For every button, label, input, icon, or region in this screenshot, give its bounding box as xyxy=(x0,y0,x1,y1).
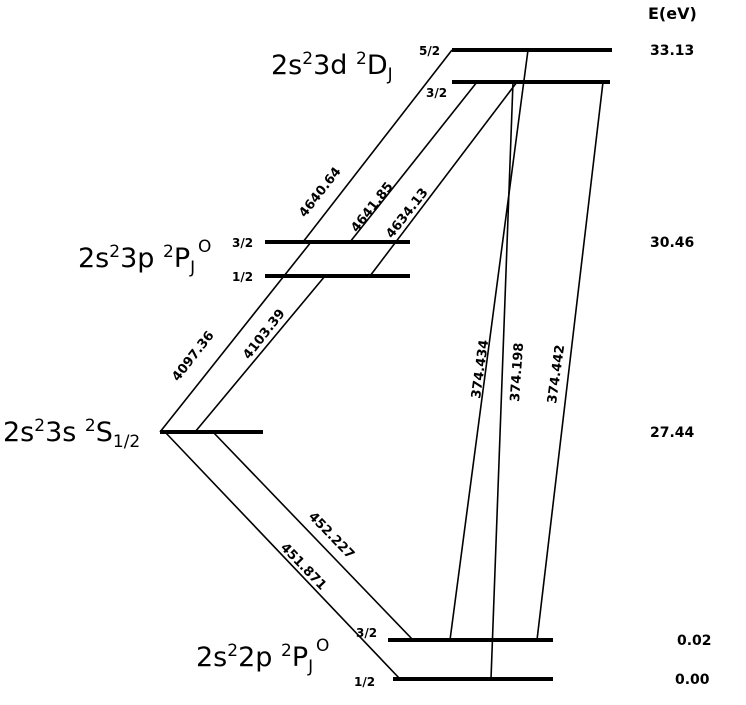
wavelength-4103-39: 4103.39 xyxy=(240,307,288,363)
transition-4640-64 xyxy=(302,49,453,243)
wavelength-4097-36: 4097.36 xyxy=(169,329,217,385)
parity-2p: O xyxy=(316,636,329,656)
transition-374-198 xyxy=(490,81,514,680)
wavelength-4640-64: 4640.64 xyxy=(296,165,344,221)
state-label-2p: 2s22p 2PJ xyxy=(196,641,313,677)
energy-value-0-02: 0.02 xyxy=(677,633,712,649)
energy-axis-title: E(eV) xyxy=(648,4,697,23)
transition-4641-85 xyxy=(349,81,478,243)
j-label-3p-1-2: 1/2 xyxy=(232,270,253,284)
j-label-3d-3-2: 3/2 xyxy=(426,86,447,100)
wavelength-374-434: 374.434 xyxy=(469,339,492,400)
j-label-2p-3-2: 3/2 xyxy=(356,626,377,640)
wavelength-374-442: 374.442 xyxy=(545,344,568,405)
energy-value-33-13: 33.13 xyxy=(650,43,694,59)
state-label-3s: 2s23s 2S1/2 xyxy=(3,416,140,452)
state-label-3p: 2s23p 2PJ xyxy=(78,242,195,278)
transition-451-871 xyxy=(164,431,401,680)
transition-4103-39 xyxy=(194,275,326,433)
transition-374-442 xyxy=(536,81,604,641)
wavelength-451-871: 451.871 xyxy=(277,540,329,593)
energy-value-27-44: 27.44 xyxy=(650,425,695,441)
transition-374-434 xyxy=(449,49,529,641)
parity-3p: O xyxy=(198,237,211,257)
wavelength-374-198: 374.198 xyxy=(508,342,527,402)
j-label-3d-5-2: 5/2 xyxy=(419,44,440,58)
transition-4097-36 xyxy=(159,241,312,433)
transition-4634-13 xyxy=(369,81,518,277)
state-label-3d: 2s23d 2DJ xyxy=(271,49,393,85)
transition-452-227 xyxy=(212,431,414,641)
energy-value-0-00: 0.00 xyxy=(675,672,710,688)
j-label-2p-1-2: 1/2 xyxy=(354,675,375,689)
j-label-3p-3-2: 3/2 xyxy=(232,236,253,250)
energy-value-30-46: 30.46 xyxy=(650,235,694,251)
